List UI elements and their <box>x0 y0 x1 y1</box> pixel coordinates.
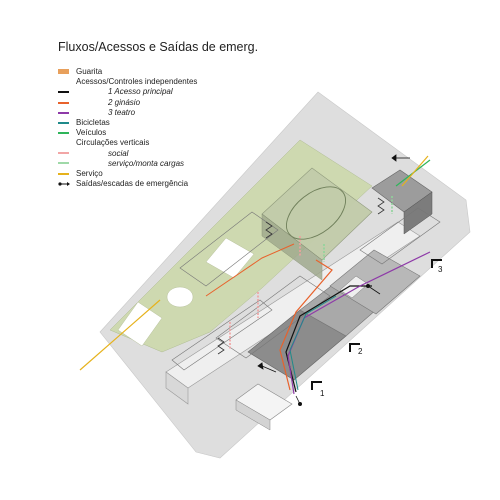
legend-label: social <box>108 148 129 158</box>
entrance-marker-3 <box>431 259 442 268</box>
theatre-block <box>329 249 421 315</box>
legend-label: 1 Acesso principal <box>108 87 173 97</box>
legend-label: Saídas/escadas de emergência <box>76 179 189 189</box>
legend-label: Acessos/Controles independentes <box>76 77 198 87</box>
stair-markers <box>217 197 385 355</box>
legend-item: Bicicletas <box>58 118 318 128</box>
diagram-title: Fluxos/Acessos e Saídas de emerg. <box>58 40 259 54</box>
field-rect-1 <box>117 301 163 347</box>
legend-item: social <box>58 149 318 159</box>
legend-item: Circulações verticais <box>58 138 318 148</box>
flow-gym-2 <box>205 243 295 297</box>
legend-label: Guarita <box>76 67 103 76</box>
legend-item: Guarita <box>58 67 318 77</box>
legend-swatch <box>58 161 69 164</box>
legend-item: 3 teatro <box>58 108 318 118</box>
legend-swatch <box>58 101 69 104</box>
entrance-number-1: 1 <box>320 389 325 398</box>
entrance-marker-2 <box>349 343 360 352</box>
legend-swatch <box>58 151 69 154</box>
legend-swatch <box>58 132 69 135</box>
legend-item: Serviço <box>58 169 318 179</box>
building-wireframes <box>171 207 441 371</box>
legend-swatch <box>58 179 70 189</box>
legend-label: 2 ginásio <box>108 97 141 107</box>
legend-swatch <box>58 172 69 175</box>
flow-service-2 <box>401 155 429 187</box>
service-lift-circulation <box>323 196 393 262</box>
legend-swatch <box>58 111 69 114</box>
flow-bicycles <box>289 295 337 391</box>
legend-item: Saídas/escadas de emergência <box>58 179 318 189</box>
legend-label: Serviço <box>76 168 103 178</box>
legend-item: 2 ginásio <box>58 98 318 108</box>
emergency-exits <box>257 154 410 406</box>
legend-swatch <box>58 91 69 94</box>
round-court <box>166 286 194 308</box>
legend-label: Bicicletas <box>76 117 110 127</box>
flow-gym <box>279 259 333 391</box>
legend-swatch <box>58 69 69 74</box>
entrance-number-2: 2 <box>358 347 363 356</box>
entrance-number-3: 3 <box>438 265 443 274</box>
legend-label: 3 teatro <box>108 107 136 117</box>
legend-item: serviço/monta cargas <box>58 159 318 169</box>
legend-label: Circulações verticais <box>76 138 150 148</box>
legend-item: Acessos/Controles independentes <box>58 77 318 87</box>
legend-item: 1 Acesso principal <box>58 87 318 97</box>
gym-oval <box>286 186 346 240</box>
long-building-side <box>165 371 189 405</box>
flow-service <box>79 299 161 371</box>
entrance-pavilion-side <box>235 399 271 431</box>
legend-label: serviço/monta cargas <box>108 158 185 168</box>
entrance-marker-1 <box>311 381 322 390</box>
legend-item: Veículos <box>58 128 318 138</box>
tower-side <box>403 191 433 235</box>
legend-swatch <box>58 121 69 124</box>
social-circulation <box>229 236 301 350</box>
legend-label: Veículos <box>76 128 107 138</box>
field-rect-2 <box>205 237 255 279</box>
